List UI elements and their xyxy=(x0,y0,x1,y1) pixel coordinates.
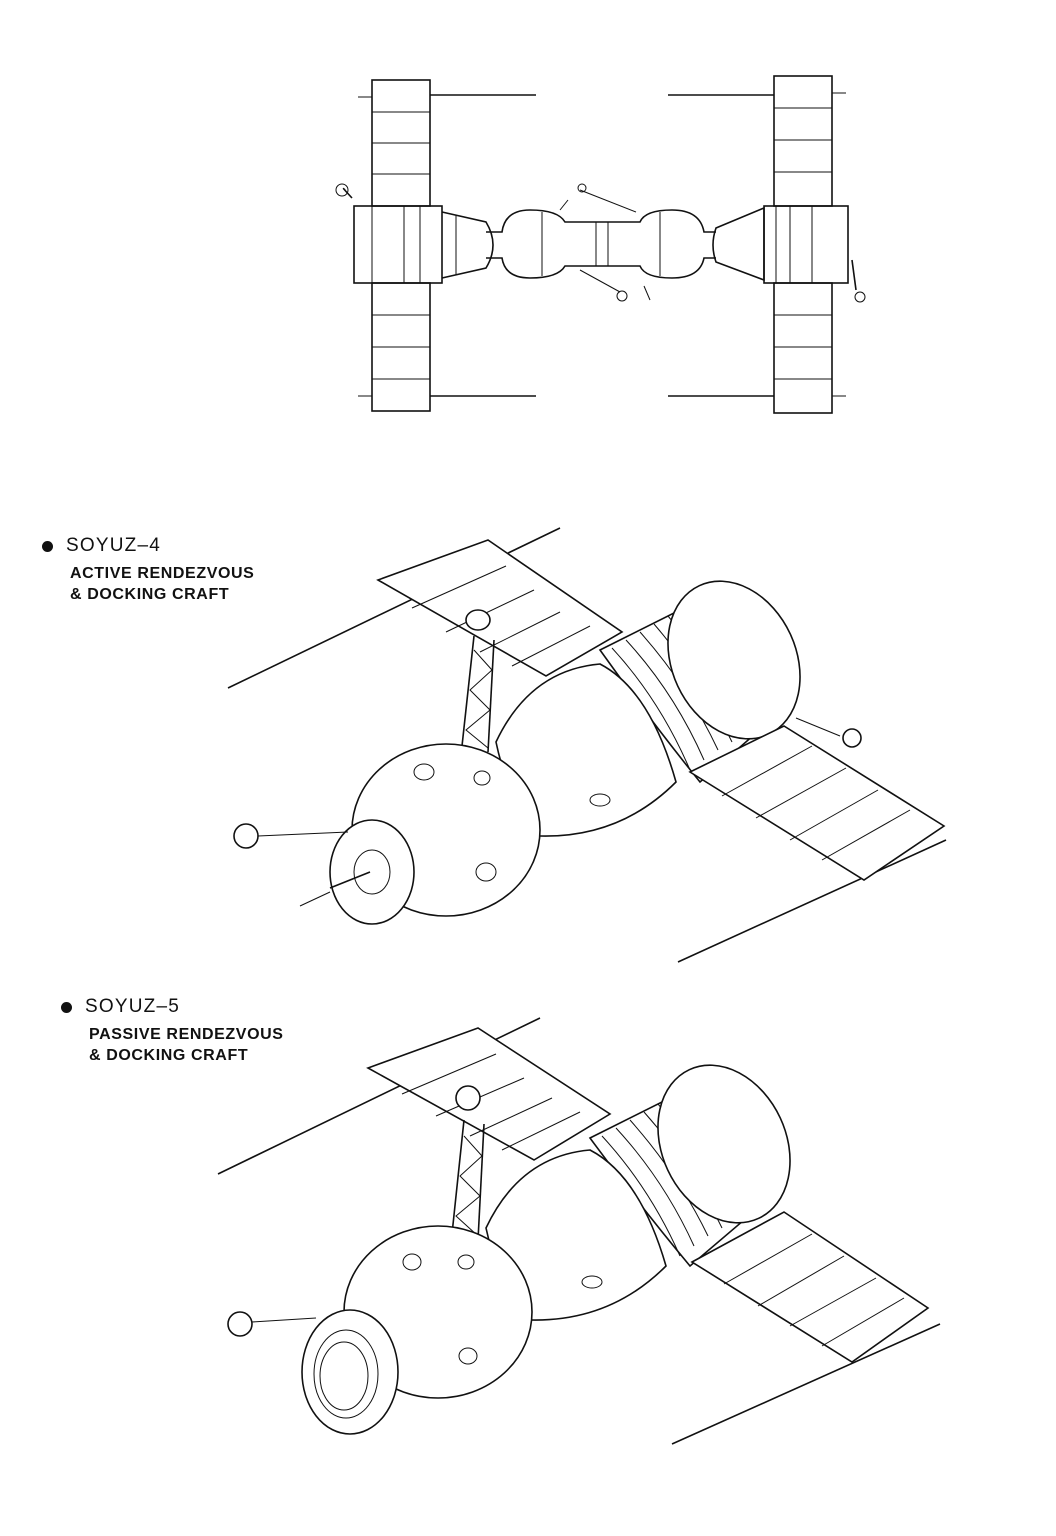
soyuz-5-description-line-2: & DOCKING CRAFT xyxy=(89,1047,249,1064)
soyuz-4-guide-line-lower xyxy=(677,839,947,963)
left-solar-panel-lower xyxy=(358,282,536,412)
soyuz-4-description: ACTIVE RENDEZVOUS & DOCKING CRAFT xyxy=(70,563,254,605)
soyuz-4-title: SOYUZ–4 xyxy=(66,535,161,556)
docked-orbital-modules xyxy=(486,183,716,302)
soyuz-4-docking-unit xyxy=(329,819,415,925)
soyuz-5-title: SOYUZ–5 xyxy=(85,996,180,1017)
soyuz-4-description-line-1: ACTIVE RENDEZVOUS xyxy=(70,565,255,582)
soyuz-5-label: SOYUZ–5 PASSIVE RENDEZVOUS & DOCKING CRA… xyxy=(61,996,284,1066)
soyuz-5-description: PASSIVE RENDEZVOUS & DOCKING CRAFT xyxy=(89,1024,284,1066)
soyuz-4-bullet xyxy=(42,540,53,552)
soyuz-4-rear-antenna xyxy=(842,728,862,748)
right-solar-panel-lower xyxy=(668,282,846,414)
soyuz-4-front-antenna xyxy=(233,823,259,849)
soyuz-4-description-line-2: & DOCKING CRAFT xyxy=(70,586,230,603)
soyuz-5-front-solar-panel xyxy=(690,1211,930,1363)
soyuz-5-engine-skirt xyxy=(657,1064,791,1224)
soyuz-5-docking-unit xyxy=(301,1309,399,1435)
soyuz-5-antenna-mast xyxy=(451,1085,485,1241)
right-service-module xyxy=(712,205,866,303)
right-solar-panel-upper xyxy=(668,75,846,207)
left-service-module xyxy=(335,183,494,284)
soyuz-4-docking-probe xyxy=(329,871,371,889)
soyuz-5-front-antenna xyxy=(227,1311,253,1337)
soyuz-4-antenna-mast xyxy=(461,609,495,753)
soyuz-5-bullet xyxy=(61,1001,72,1013)
soyuz-5-drawing xyxy=(217,1017,941,1445)
soyuz-4-back-solar-panel xyxy=(376,539,624,677)
soyuz-5-back-solar-panel xyxy=(366,1027,612,1161)
soyuz-4-front-solar-panel xyxy=(688,725,946,881)
soyuz-5-description-line-1: PASSIVE RENDEZVOUS xyxy=(89,1026,284,1043)
docked-pair-diagram xyxy=(335,75,866,414)
left-solar-panel-upper xyxy=(358,79,536,207)
soyuz-5-guide-line-lower xyxy=(671,1323,941,1445)
soyuz-4-drawing xyxy=(227,527,947,963)
soyuz-4-label: SOYUZ–4 ACTIVE RENDEZVOUS & DOCKING CRAF… xyxy=(42,535,254,605)
